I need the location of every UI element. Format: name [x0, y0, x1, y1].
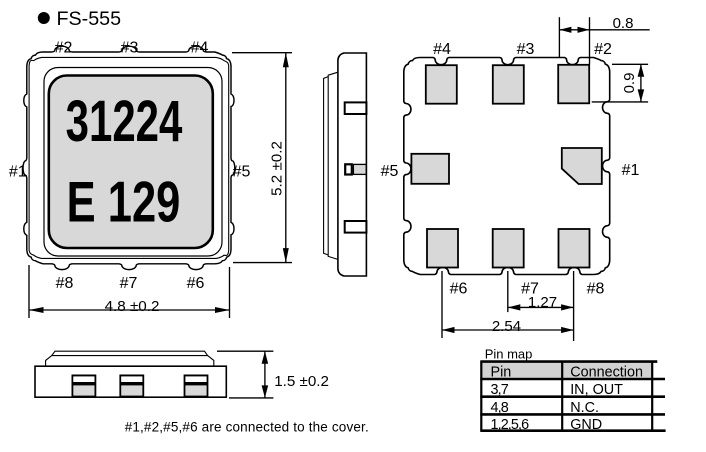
svg-text:Pin map: Pin map: [485, 347, 533, 362]
svg-text:5.2 ±0.2: 5.2 ±0.2: [268, 141, 285, 196]
svg-text:Pin: Pin: [491, 364, 512, 380]
svg-text:#6: #6: [450, 281, 468, 298]
svg-text:#7: #7: [120, 275, 138, 292]
svg-text:4,8: 4,8: [491, 400, 509, 416]
svg-text:1.5 ±0.2: 1.5 ±0.2: [274, 373, 329, 390]
svg-text:#4: #4: [191, 40, 209, 57]
svg-text:#1: #1: [9, 164, 27, 181]
svg-text:#1: #1: [622, 162, 640, 179]
svg-text:#3: #3: [517, 41, 535, 58]
svg-text:1,2,5,6: 1,2,5,6: [491, 417, 530, 433]
svg-text:31224: 31224: [66, 88, 183, 154]
svg-text:FS-555: FS-555: [57, 8, 122, 30]
svg-text:0.8: 0.8: [613, 15, 634, 32]
svg-text:N.C.: N.C.: [570, 400, 599, 416]
svg-text:#6: #6: [187, 275, 205, 292]
svg-text:#5: #5: [381, 163, 399, 180]
svg-text:E 129: E 129: [67, 170, 181, 234]
svg-text:#3: #3: [121, 40, 139, 57]
svg-text:#8: #8: [56, 275, 74, 292]
svg-text:#5: #5: [233, 164, 251, 181]
svg-text:4.8 ±0.2: 4.8 ±0.2: [105, 298, 160, 315]
svg-text:3,7: 3,7: [491, 382, 509, 398]
svg-text:IN, OUT: IN, OUT: [570, 382, 623, 398]
svg-text:0.9: 0.9: [621, 73, 638, 94]
svg-text:2.54: 2.54: [492, 318, 521, 335]
svg-text:#2: #2: [55, 40, 73, 57]
svg-text:#1,#2,#5,#6 are connected to t: #1,#2,#5,#6 are connected to the cover.: [125, 420, 369, 435]
svg-text:Connection: Connection: [570, 364, 643, 380]
svg-text:#2: #2: [594, 41, 612, 58]
svg-text:#4: #4: [433, 41, 451, 58]
svg-text:#7: #7: [521, 281, 539, 298]
svg-text:1.27: 1.27: [528, 294, 557, 311]
svg-text:#8: #8: [587, 281, 605, 298]
svg-text:GND: GND: [570, 417, 602, 433]
